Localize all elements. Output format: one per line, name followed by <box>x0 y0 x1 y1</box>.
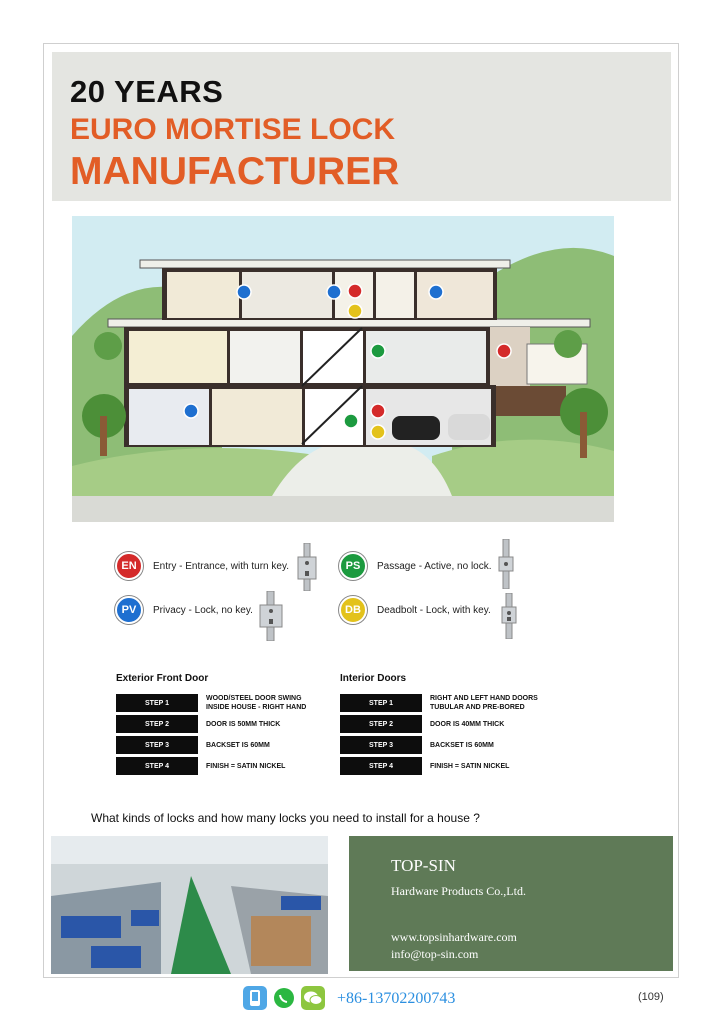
company-subtitle: Hardware Products Co.,Ltd. <box>391 884 526 898</box>
badge-db <box>347 303 363 319</box>
step-text: FINISH = SATIN NICKEL <box>206 762 286 770</box>
entry-lock-image <box>297 543 317 591</box>
exterior-step-row: STEP 3 BACKSET IS 60MM <box>116 736 270 754</box>
interior-step-row: STEP 1 RIGHT AND LEFT HAND DOORS TUBULAR… <box>340 694 538 712</box>
privacy-lock-image <box>259 591 283 641</box>
legend-text: Privacy - Lock, no key. <box>153 604 253 616</box>
wechat-icon[interactable] <box>301 986 325 1010</box>
step-text: DOOR IS 40MM THICK <box>430 720 505 728</box>
step-text: FINISH = SATIN NICKEL <box>430 762 510 770</box>
company-info-panel: TOP-SIN Hardware Products Co.,Ltd. www.t… <box>349 836 673 971</box>
legend-item-ps: PS Passage - Active, no lock. <box>339 552 492 580</box>
exterior-step-row: STEP 4 FINISH = SATIN NICKEL <box>116 757 285 775</box>
en-badge: EN <box>115 552 143 580</box>
page-number: (109) <box>638 991 664 1003</box>
step-text: WOOD/STEEL DOOR SWING INSIDE HOUSE - RIG… <box>206 695 307 711</box>
step-text: RIGHT AND LEFT HAND DOORS TUBULAR AND PR… <box>430 695 538 711</box>
house-cutaway-illustration <box>72 216 614 522</box>
step-label: STEP 3 <box>116 736 198 754</box>
badge-pv <box>183 403 199 419</box>
badge-pv <box>428 284 444 300</box>
badge-pv <box>326 284 342 300</box>
step-label: STEP 3 <box>340 736 422 754</box>
banner-product: EURO MORTISE LOCK <box>70 113 396 146</box>
step-text: DOOR IS 50MM THICK <box>206 720 281 728</box>
exterior-step-row: STEP 2 DOOR IS 50MM THICK <box>116 715 280 733</box>
step-label: STEP 4 <box>340 757 422 775</box>
contact-icons <box>243 986 325 1010</box>
badge-db <box>370 424 386 440</box>
badge-pv <box>236 284 252 300</box>
step-label: STEP 2 <box>340 715 422 733</box>
email-link[interactable]: info@top-sin.com <box>391 947 479 961</box>
banner-manufacturer: MANUFACTURER <box>70 150 400 193</box>
banner-years: 20 YEARS <box>70 74 224 109</box>
pv-badge: PV <box>115 596 143 624</box>
passage-lock-image <box>498 539 514 589</box>
badge-ps <box>343 413 359 429</box>
legend-item-pv: PV Privacy - Lock, no key. <box>115 596 253 624</box>
interior-step-row: STEP 2 DOOR IS 40MM THICK <box>340 715 504 733</box>
phone-number[interactable]: +86-13702200743 <box>337 990 456 1007</box>
badge-ps <box>370 343 386 359</box>
badge-en <box>370 403 386 419</box>
interior-step-row: STEP 3 BACKSET IS 60MM <box>340 736 494 754</box>
exterior-step-row: STEP 1 WOOD/STEEL DOOR SWING INSIDE HOUS… <box>116 694 306 712</box>
company-name: TOP-SIN <box>391 856 456 875</box>
deadbolt-lock-image <box>501 593 517 639</box>
legend-text: Passage - Active, no lock. <box>377 560 492 572</box>
legend-item-en: EN Entry - Entrance, with turn key. <box>115 552 289 580</box>
badge-en <box>347 283 363 299</box>
exterior-door-title: Exterior Front Door <box>116 673 209 684</box>
step-label: STEP 2 <box>116 715 198 733</box>
interior-step-row: STEP 4 FINISH = SATIN NICKEL <box>340 757 509 775</box>
phone-icon[interactable] <box>243 986 267 1010</box>
db-badge: DB <box>339 596 367 624</box>
title-banner <box>52 52 671 201</box>
legend-text: Deadbolt - Lock, with key. <box>377 604 491 616</box>
step-label: STEP 1 <box>340 694 422 712</box>
step-text: BACKSET IS 60MM <box>430 741 494 749</box>
step-label: STEP 1 <box>116 694 198 712</box>
whatsapp-icon[interactable] <box>272 986 296 1010</box>
question-text: What kinds of locks and how many locks y… <box>91 811 480 825</box>
factory-floor-photo <box>51 836 328 974</box>
badge-en <box>496 343 512 359</box>
step-label: STEP 4 <box>116 757 198 775</box>
interior-doors-title: Interior Doors <box>340 673 407 684</box>
ps-badge: PS <box>339 552 367 580</box>
step-text: BACKSET IS 60MM <box>206 741 270 749</box>
website-link[interactable]: www.topsinhardware.com <box>391 930 517 944</box>
legend-item-db: DB Deadbolt - Lock, with key. <box>339 596 491 624</box>
legend-text: Entry - Entrance, with turn key. <box>153 560 289 572</box>
